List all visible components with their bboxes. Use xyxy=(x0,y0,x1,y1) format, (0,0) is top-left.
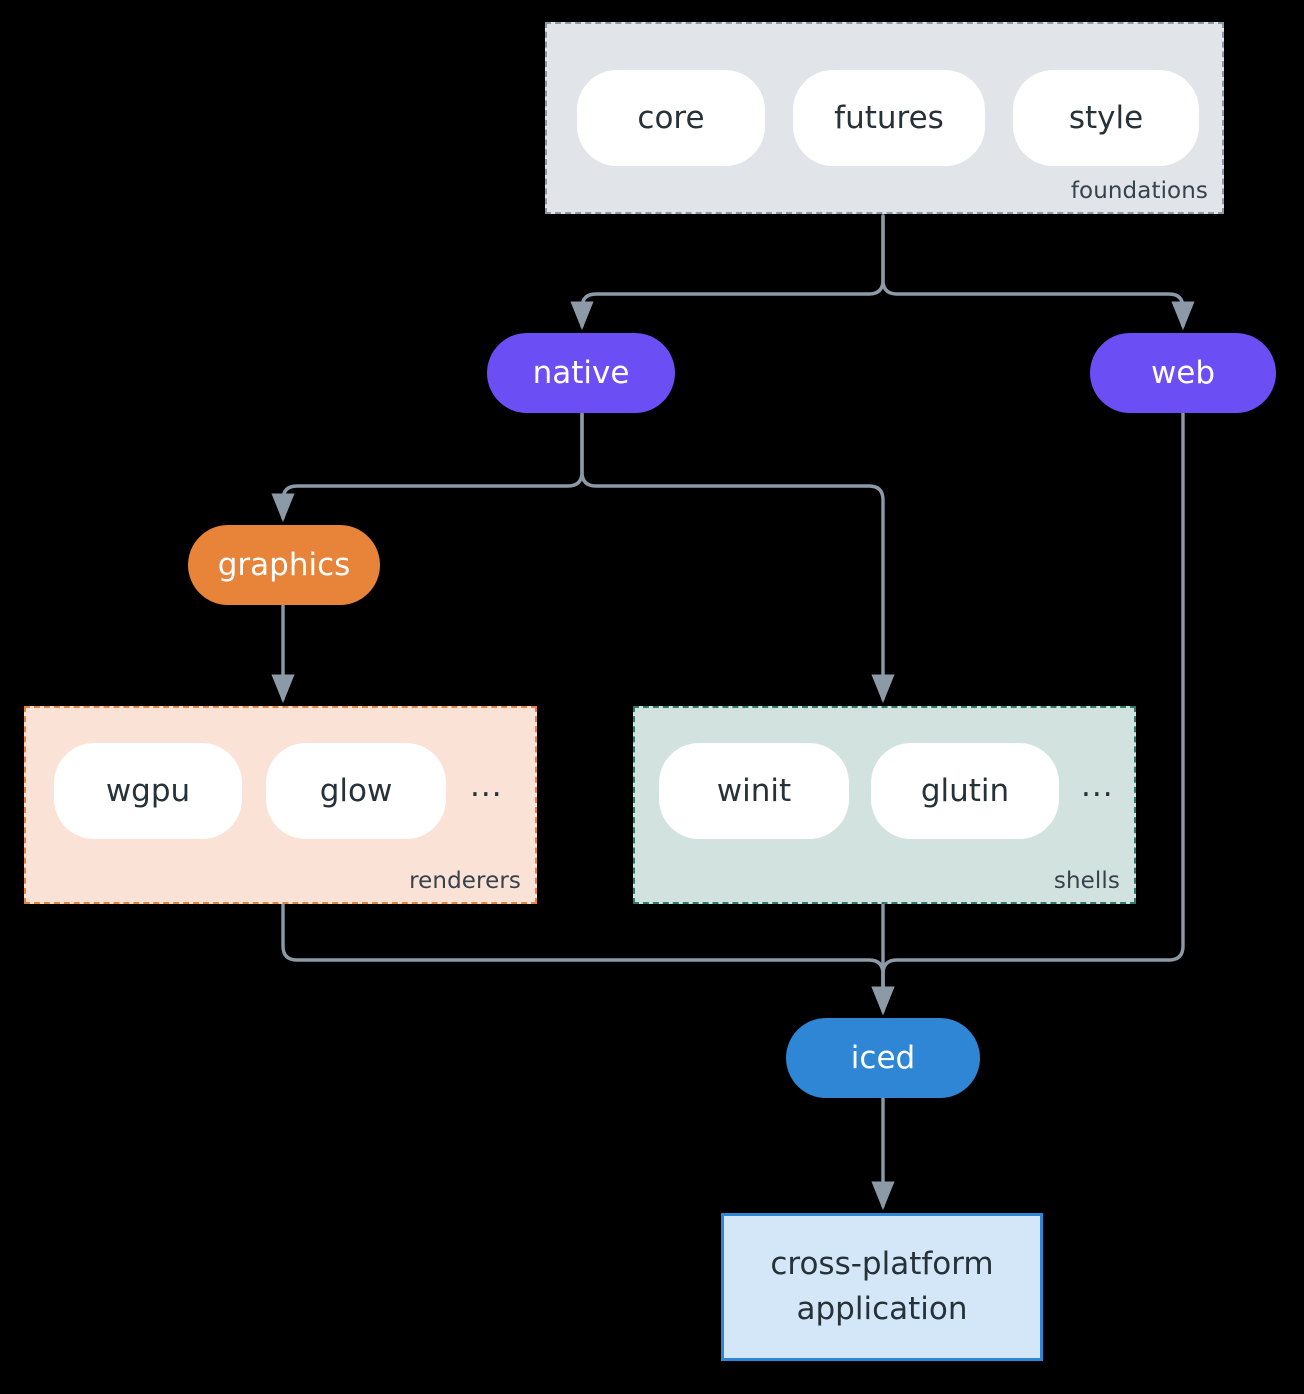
edge-native-graphics xyxy=(271,411,584,523)
group-label-shells: shells xyxy=(1053,868,1120,894)
application-label-line1: cross-platform xyxy=(770,1246,994,1283)
node-cross-platform-application[interactable]: cross-platform application xyxy=(721,1213,1043,1361)
edge-foundations-native xyxy=(570,214,885,331)
node-iced[interactable]: iced xyxy=(786,1018,980,1098)
chip-core[interactable]: core xyxy=(577,70,765,166)
chip-futures[interactable]: futures xyxy=(793,70,985,166)
group-foundations[interactable]: core futures style foundations xyxy=(545,22,1224,214)
chip-style[interactable]: style xyxy=(1013,70,1199,166)
renderers-ellipsis: ... xyxy=(470,767,503,804)
chip-glutin[interactable]: glutin xyxy=(871,743,1059,839)
node-graphics[interactable]: graphics xyxy=(188,525,380,605)
chip-winit[interactable]: winit xyxy=(659,743,849,839)
shells-ellipsis: ... xyxy=(1081,767,1114,804)
chip-glow[interactable]: glow xyxy=(266,743,446,839)
group-label-renderers: renderers xyxy=(409,868,521,894)
renderers-chip-row: wgpu glow ... xyxy=(54,743,503,839)
application-label-line2: application xyxy=(796,1291,968,1327)
group-label-foundations: foundations xyxy=(1070,178,1208,204)
node-web[interactable]: web xyxy=(1090,333,1276,413)
edge-renderers-iced xyxy=(281,902,895,1016)
group-renderers[interactable]: wgpu glow ... renderers xyxy=(24,706,537,904)
group-shells[interactable]: winit glutin ... shells xyxy=(633,706,1136,904)
shells-chip-row: winit glutin ... xyxy=(659,743,1114,839)
foundations-chip-row: core futures style xyxy=(577,70,1199,166)
chip-wgpu[interactable]: wgpu xyxy=(54,743,242,839)
edge-native-shells xyxy=(580,411,895,704)
node-native[interactable]: native xyxy=(487,333,675,413)
edge-foundations-web xyxy=(881,214,1195,331)
